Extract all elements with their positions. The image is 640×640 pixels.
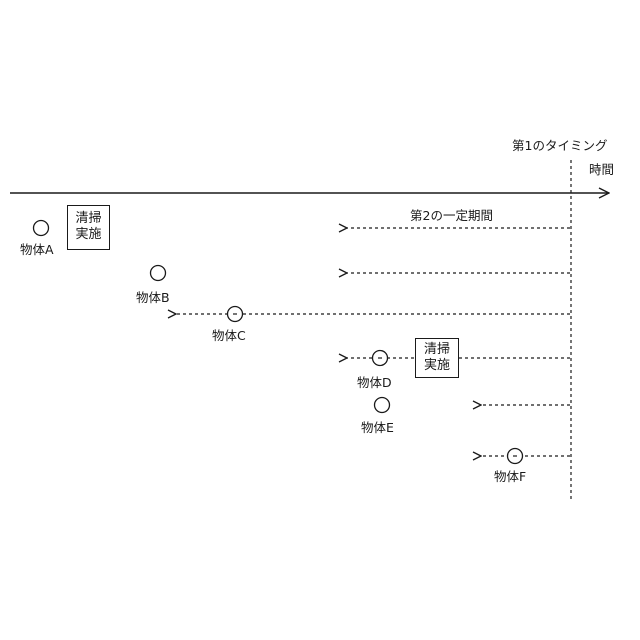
cleaning-box-2: 清掃 実施 bbox=[415, 338, 459, 378]
second-period-label: 第2の一定期間 bbox=[410, 209, 493, 223]
first-timing-label: 第1のタイミング bbox=[512, 139, 607, 153]
cleaning-box-1: 清掃 実施 bbox=[67, 205, 110, 250]
cleaning-box-1-line2: 実施 bbox=[68, 227, 109, 243]
object-e-label: 物体E bbox=[361, 421, 394, 435]
object-d-label: 物体D bbox=[357, 376, 392, 390]
object-f-label: 物体F bbox=[494, 470, 526, 484]
object-b-label: 物体B bbox=[136, 291, 170, 305]
object-e-circle bbox=[375, 398, 390, 413]
object-c-label: 物体C bbox=[212, 329, 246, 343]
object-b-circle bbox=[151, 266, 166, 281]
cleaning-box-2-line2: 実施 bbox=[416, 358, 458, 374]
cleaning-box-2-line1: 清掃 bbox=[416, 342, 458, 358]
time-axis-label: 時間 bbox=[589, 163, 614, 177]
object-a-label: 物体A bbox=[20, 243, 54, 257]
object-a-circle bbox=[34, 221, 49, 236]
cleaning-box-1-line1: 清掃 bbox=[68, 211, 109, 227]
